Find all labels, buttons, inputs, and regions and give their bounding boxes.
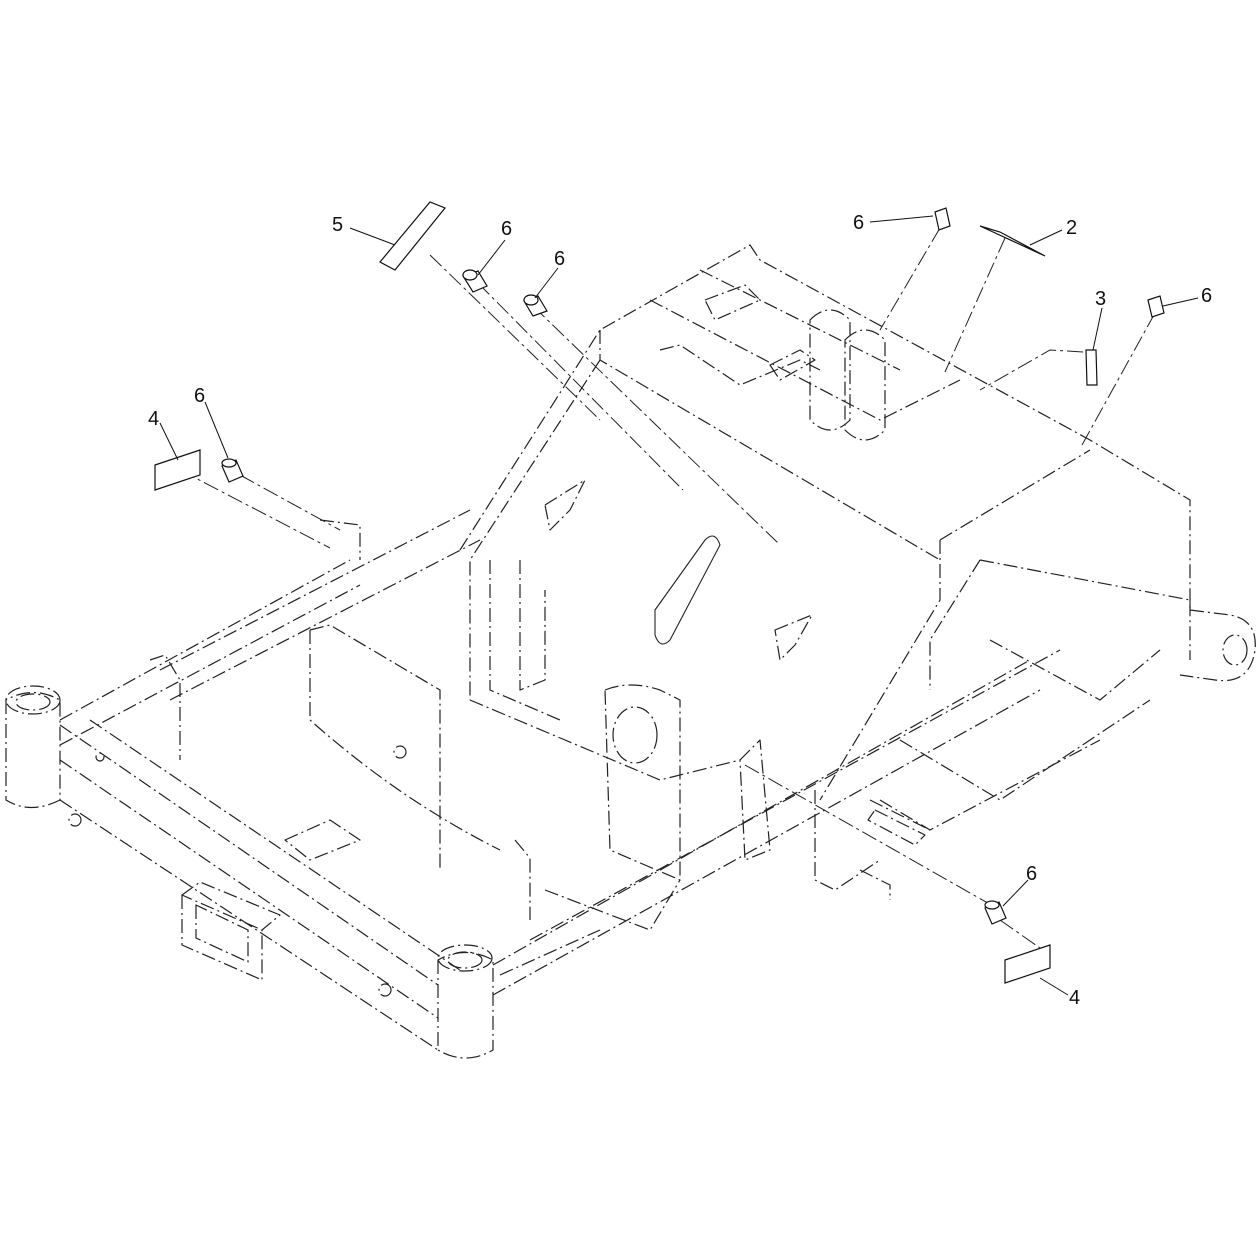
callout-labels: 5 6 6 6 2 3 6 4 6 6 4 (148, 212, 1212, 1009)
decal-5 (379, 201, 446, 271)
decal-3 (1085, 349, 1098, 386)
plug-6-e (221, 458, 244, 483)
callout-5: 5 (332, 214, 343, 236)
plug-6-b (523, 294, 548, 317)
mower-frame-outline (5, 244, 1256, 1059)
plug-6-c (934, 207, 951, 231)
callout-6-b: 6 (554, 248, 565, 270)
plug-6-f (984, 900, 1007, 925)
callout-6-c: 6 (853, 212, 864, 234)
decal-4-a (154, 449, 201, 491)
decal-2 (979, 225, 1046, 257)
leader-lines (159, 215, 1199, 996)
plug-6-d (1147, 295, 1165, 318)
assembly-guide-lines (179, 227, 1156, 956)
decal-4-b (1004, 944, 1051, 984)
callout-3: 3 (1095, 288, 1106, 310)
callout-6-d: 6 (1201, 285, 1212, 307)
callout-4-b: 4 (1069, 987, 1080, 1009)
plug-6-a (462, 269, 488, 293)
callout-4-a: 4 (148, 408, 159, 430)
callout-6-e: 6 (194, 385, 205, 407)
callout-2: 2 (1066, 217, 1077, 239)
callout-6-f: 6 (1026, 863, 1037, 885)
callout-6-a: 6 (501, 218, 512, 240)
